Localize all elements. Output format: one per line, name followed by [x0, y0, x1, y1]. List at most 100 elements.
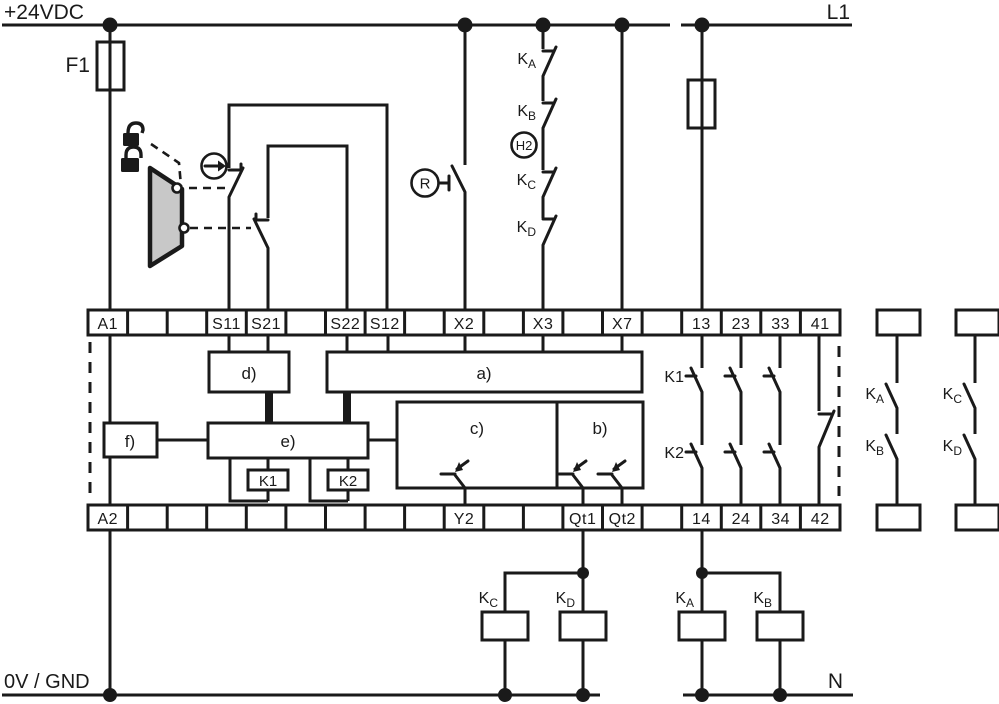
terminal-qt2: Qt2	[609, 511, 636, 528]
k2-contact-row-label: K2	[664, 445, 684, 462]
gate-contact-2	[252, 212, 270, 250]
dc-supply-rail: +24VDC	[2, 1, 670, 33]
dc-rail-label: +24VDC	[4, 1, 84, 24]
coil-label-kd: KD	[556, 590, 576, 610]
nc-contact-kb	[541, 97, 558, 130]
safety-gate-actuator	[121, 121, 251, 269]
gate-channel-2	[252, 144, 349, 310]
terminal-13: 13	[692, 316, 711, 333]
contact-label-ka: KA	[517, 51, 536, 71]
semiconductor-output-y2	[439, 459, 470, 505]
k1-no-contacts	[684, 366, 782, 394]
terminal-strip-top: A1 S11 S21 S22 S12 X2 X3 X7 13 23 33 41	[86, 308, 842, 337]
terminal-x3: X3	[533, 316, 554, 333]
fuse-symbol	[686, 78, 717, 130]
unlocked-padlock-icon	[126, 121, 145, 134]
safety-contact-columns: K1 K2	[664, 335, 782, 505]
block-b-label: b)	[592, 419, 607, 438]
monitoring-chain: KA KB KC KD H2	[510, 25, 558, 310]
terminal-s22: S22	[330, 316, 360, 333]
lamp-h2-label: H2	[516, 138, 533, 153]
unlocked-padlock-body	[123, 133, 139, 146]
fuse-f1: F1	[65, 25, 126, 310]
k1-coil-label: K1	[259, 473, 277, 490]
s11-s21-to-d-wires	[227, 335, 270, 352]
junction-dot	[103, 688, 117, 702]
k2-coil-wiring	[308, 458, 350, 503]
neutral-rail: N	[683, 670, 853, 702]
fuse-l1	[686, 25, 717, 310]
contact-label-kb: KB	[517, 103, 536, 123]
transistor-arrow-head	[612, 462, 620, 472]
external-contact-label-kc: KC	[943, 386, 963, 406]
k2-no-contacts	[684, 442, 782, 470]
external-terminal-box	[954, 308, 999, 337]
coil-ka-box	[677, 610, 727, 642]
contact-label-kc: KC	[517, 172, 537, 192]
actuator-pin-2	[178, 222, 190, 234]
semiconductor-output-qt1	[557, 459, 588, 505]
no-contact-kc	[962, 382, 977, 410]
direction-arrow-icon	[200, 152, 228, 180]
safety-module: f) d) a) e) K1 K2 c) b)	[88, 335, 841, 505]
junction-dot	[577, 567, 589, 579]
k1-coil-wiring	[228, 458, 270, 503]
terminal-s12: S12	[370, 316, 400, 333]
block-d	[207, 350, 291, 394]
external-feedback-column-2: KC KD	[943, 335, 977, 505]
junction-dot	[773, 688, 787, 702]
block-e-label: e)	[280, 432, 295, 451]
nc-contact-41-42	[817, 409, 836, 449]
direction-arrow-head	[218, 160, 226, 172]
terminal-x2: X2	[454, 316, 475, 333]
terminal-33: 33	[771, 316, 790, 333]
terminal-y2: Y2	[454, 511, 475, 528]
block-f	[102, 421, 159, 459]
gate-contact-1	[227, 162, 245, 199]
terminal-24: 24	[732, 511, 751, 528]
terminal-strip-top-body	[86, 308, 842, 337]
a-to-e-bus	[343, 392, 351, 423]
channel1-wire	[227, 103, 389, 310]
block-f-label: f)	[125, 432, 135, 451]
no-contact-ka	[884, 382, 899, 410]
l1-supply-rail: L1	[681, 1, 852, 33]
terminal-x7: X7	[612, 316, 633, 333]
gate-channel-1	[227, 103, 389, 310]
terminal-23: 23	[732, 316, 751, 333]
external-terminal-box	[875, 503, 922, 532]
external-contact-label-kd: KD	[943, 438, 963, 458]
relay-k1-coil: K1	[228, 458, 290, 503]
coil-kd-box	[558, 610, 608, 642]
semiconductor-output-qt2	[596, 459, 627, 505]
terminal-41: 41	[811, 316, 830, 333]
transistor-arrow-head	[455, 462, 463, 472]
coil-kb-box	[755, 610, 805, 642]
coil-group-ka-kb: KA KB	[675, 530, 805, 695]
coil-label-kc: KC	[479, 590, 499, 610]
reset-contact-blade	[450, 164, 467, 194]
fuse-symbol	[95, 40, 126, 92]
junction-dot	[498, 688, 512, 702]
neutral-rail-label: N	[828, 670, 843, 693]
contact-label-kd: KD	[517, 219, 537, 239]
nc-contact-kd	[541, 214, 558, 247]
junction-dot	[695, 688, 709, 702]
block-d-label: d)	[241, 364, 256, 383]
coil-label-ka: KA	[675, 590, 694, 610]
external-contact-label-kb: KB	[865, 438, 884, 458]
external-feedback-column-1: KA KB	[865, 335, 899, 505]
block-e	[206, 421, 370, 460]
terminal-dividers	[126, 310, 802, 335]
actuator-pin-1	[171, 182, 183, 194]
nc-contact-kc	[541, 166, 558, 199]
transistor-arrow-head	[573, 462, 581, 472]
external-contact-label-ka: KA	[865, 386, 884, 406]
terminal-dividers	[126, 505, 802, 530]
junction-dot	[576, 688, 590, 702]
terminal-strip-bottom-body	[86, 503, 842, 532]
reset-plunger	[437, 174, 451, 192]
l1-rail-label: L1	[827, 1, 850, 24]
block-a	[325, 350, 644, 394]
